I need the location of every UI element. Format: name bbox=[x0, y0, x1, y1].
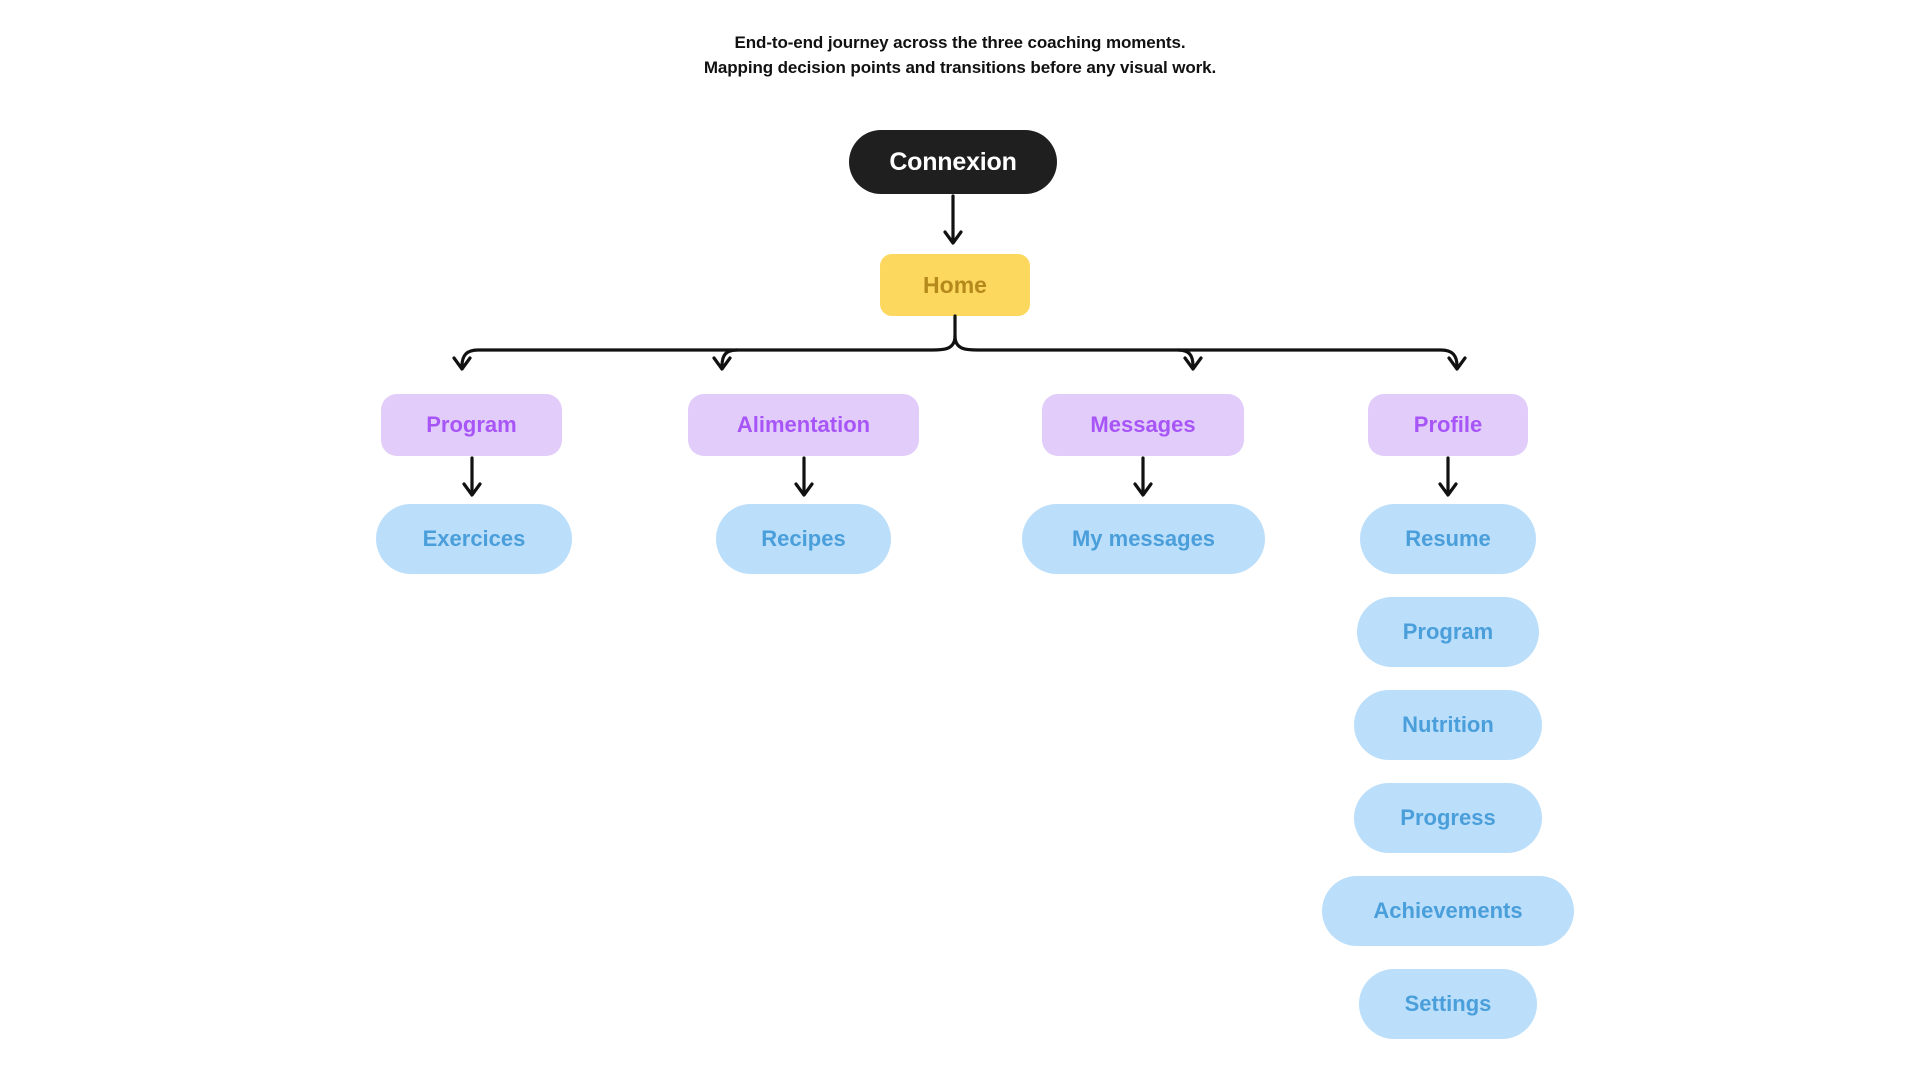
node-recipes-label: Recipes bbox=[761, 526, 846, 551]
node-profile-settings-label: Settings bbox=[1404, 991, 1492, 1016]
node-profile-resume-label: Resume bbox=[1405, 526, 1491, 551]
node-profile-settings[interactable]: Settings bbox=[1359, 969, 1537, 1039]
connector-alimentation-to-recipes bbox=[791, 456, 817, 506]
node-my-messages[interactable]: My messages bbox=[1022, 504, 1265, 574]
node-profile-resume[interactable]: Resume bbox=[1360, 504, 1536, 574]
node-profile-label: Profile bbox=[1413, 412, 1483, 437]
node-program-label: Program bbox=[426, 412, 517, 437]
node-messages[interactable]: Messages bbox=[1042, 394, 1244, 456]
node-recipes[interactable]: Recipes bbox=[716, 504, 891, 574]
connector-connexion-to-home bbox=[940, 194, 966, 252]
node-profile-progress[interactable]: Progress bbox=[1354, 783, 1542, 853]
page-header: End-to-end journey across the three coac… bbox=[0, 30, 1920, 80]
node-profile-program[interactable]: Program bbox=[1357, 597, 1539, 667]
node-profile-progress-label: Progress bbox=[1400, 805, 1496, 830]
node-home-label: Home bbox=[923, 271, 987, 298]
node-exercices-label: Exercices bbox=[422, 526, 526, 551]
connector-home-branching-fan bbox=[452, 314, 1467, 386]
node-my-messages-label: My messages bbox=[1071, 526, 1216, 551]
connector-profile-to-resume bbox=[1435, 456, 1461, 506]
header-line-2: Mapping decision points and transitions … bbox=[703, 58, 1217, 77]
node-exercices[interactable]: Exercices bbox=[376, 504, 572, 574]
node-profile[interactable]: Profile bbox=[1368, 394, 1528, 456]
node-alimentation-label: Alimentation bbox=[736, 412, 871, 437]
node-home[interactable]: Home bbox=[880, 254, 1030, 316]
node-connexion[interactable]: Connexion bbox=[849, 130, 1057, 194]
node-profile-achievements[interactable]: Achievements bbox=[1322, 876, 1574, 946]
node-program[interactable]: Program bbox=[381, 394, 562, 456]
node-profile-program-label: Program bbox=[1402, 619, 1494, 644]
node-profile-achievements-label: Achievements bbox=[1373, 898, 1523, 923]
header-line-1: End-to-end journey across the three coac… bbox=[734, 33, 1186, 52]
node-connexion-label: Connexion bbox=[889, 147, 1017, 176]
node-profile-nutrition[interactable]: Nutrition bbox=[1354, 690, 1542, 760]
connector-program-to-exercices bbox=[459, 456, 485, 506]
connector-messages-to-my-messages bbox=[1130, 456, 1156, 506]
node-alimentation[interactable]: Alimentation bbox=[688, 394, 919, 456]
node-profile-nutrition-label: Nutrition bbox=[1402, 712, 1494, 737]
node-messages-label: Messages bbox=[1090, 412, 1196, 437]
